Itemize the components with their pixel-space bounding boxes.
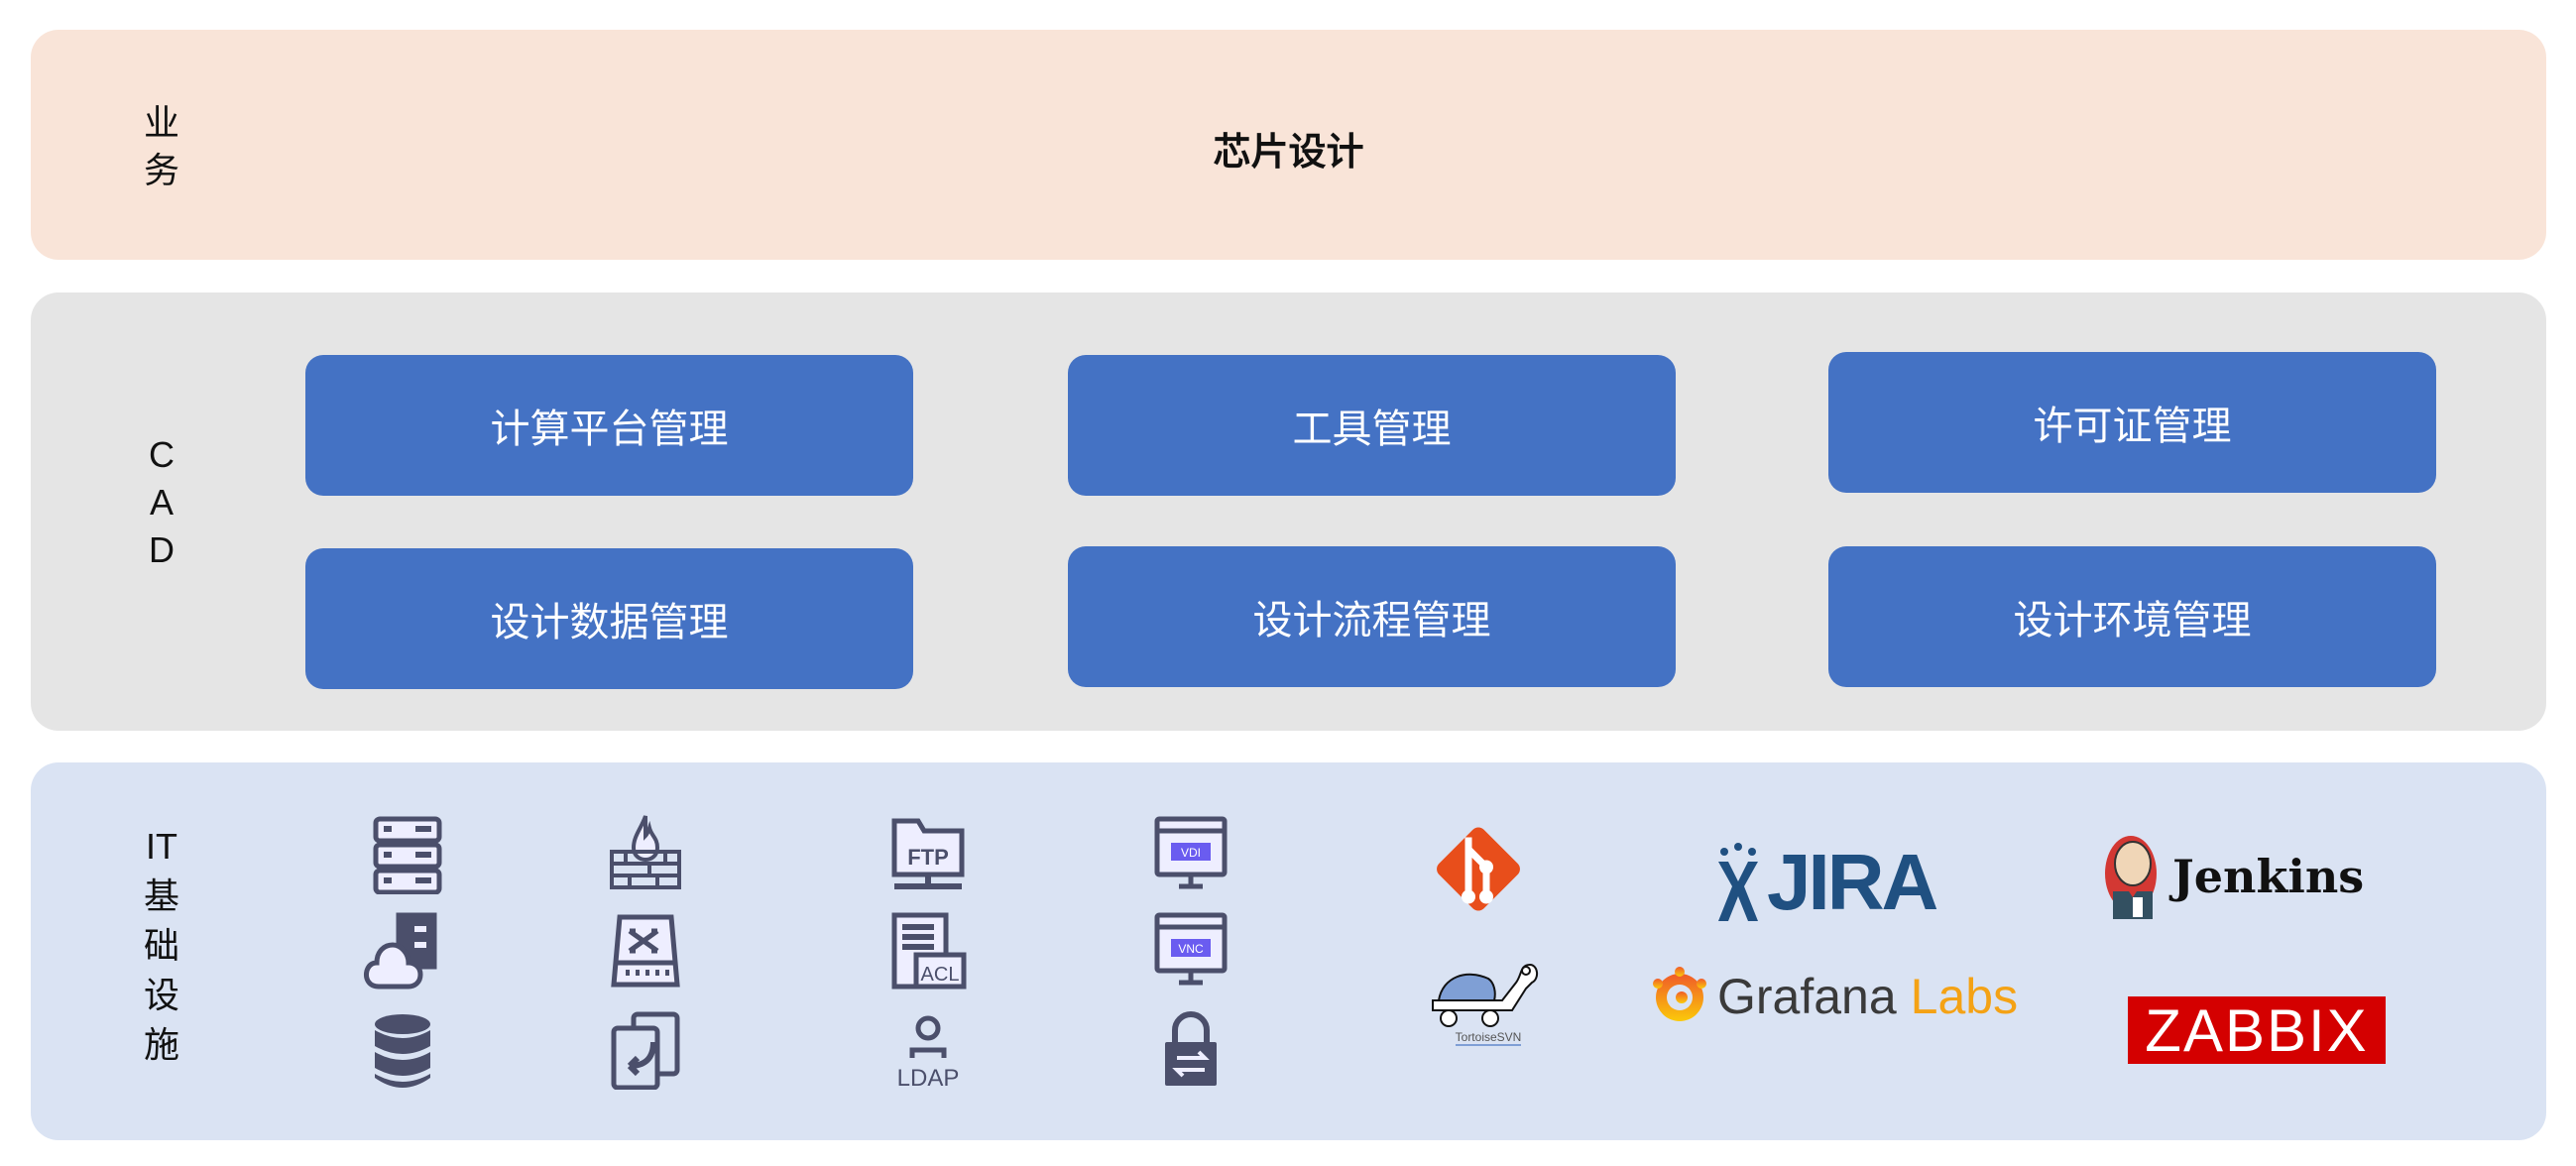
backup-restore-icon (611, 1011, 680, 1090)
grafana-labs-text: Labs (1910, 969, 2019, 1024)
label-char: 施 (143, 1024, 179, 1065)
business-title: 芯片设计 (1213, 132, 1364, 174)
label-char: 础 (143, 925, 179, 966)
cad-layer: C A D 计算平台管理 工具管理 许可证管理 设计数据管理 设计流程管理 设计… (31, 292, 2546, 731)
tortoisesvn-logo: TortoiseSVN (1429, 961, 1548, 1046)
ftp-server-icon: FTP (891, 818, 965, 889)
jira-logo: JIRA (1716, 837, 1938, 928)
tortoise-icon (1432, 963, 1538, 1027)
secure-transfer-lock-icon (1165, 1011, 1217, 1086)
tortoisesvn-text: TortoiseSVN (1455, 1030, 1522, 1046)
label-char: D (149, 529, 175, 570)
compute-platform-button[interactable]: 计算平台管理 (305, 355, 913, 496)
grafana-text: Grafana (1717, 969, 1897, 1024)
vnc-monitor-icon: VNC (1154, 912, 1228, 986)
label-char: 业 (143, 102, 179, 143)
ldap-label: LDAP (897, 1065, 960, 1090)
label-char: C (149, 434, 175, 475)
it-layer-label: IT 基 础 设 施 (132, 822, 191, 1070)
server-rack-icon (373, 816, 442, 894)
jira-mark-icon (1718, 843, 1758, 921)
design-env-button[interactable]: 设计环境管理 (1828, 546, 2436, 687)
acl-icon: ACL (891, 912, 967, 990)
label-char: 务 (143, 150, 179, 190)
cad-layer-label: C A D (132, 431, 191, 574)
design-data-button[interactable]: 设计数据管理 (305, 548, 913, 689)
cloud-server-icon (364, 912, 437, 990)
zabbix-logo: ZABBIX (2128, 996, 2386, 1064)
license-management-button[interactable]: 许可证管理 (1828, 352, 2436, 493)
git-logo (1437, 827, 1520, 911)
grafana-labs-logo: Grafana Labs (1650, 966, 2018, 1027)
label-char: IT (146, 826, 177, 867)
zabbix-text: ZABBIX (2145, 996, 2369, 1064)
jenkins-text: Jenkins (2172, 850, 2365, 903)
jira-text: JIRA (1767, 838, 1938, 926)
firewall-icon (610, 815, 681, 889)
jenkins-butler-icon (2105, 836, 2157, 919)
it-layer: IT 基 础 设 施 FTP ACL LDAP (31, 762, 2546, 1140)
design-flow-button[interactable]: 设计流程管理 (1068, 546, 1676, 687)
business-layer-label: 业 务 (132, 99, 191, 194)
jenkins-logo: Jenkins (2103, 832, 2364, 921)
vdi-label: VDI (1181, 846, 1201, 860)
network-switch-icon (611, 914, 680, 988)
label-char: 设 (143, 975, 179, 1015)
database-icon (375, 1014, 430, 1088)
tool-management-button[interactable]: 工具管理 (1068, 355, 1676, 496)
label-char: 基 (143, 875, 179, 916)
business-layer: 业 务 芯片设计 (31, 30, 2546, 260)
label-char: A (149, 482, 174, 523)
acl-label: ACL (921, 964, 960, 986)
ldap-icon: LDAP (897, 1015, 960, 1090)
ftp-label: FTP (907, 845, 949, 870)
grafana-icon (1653, 967, 1706, 1021)
vdi-monitor-icon: VDI (1154, 816, 1228, 889)
vnc-label: VNC (1178, 942, 1204, 956)
